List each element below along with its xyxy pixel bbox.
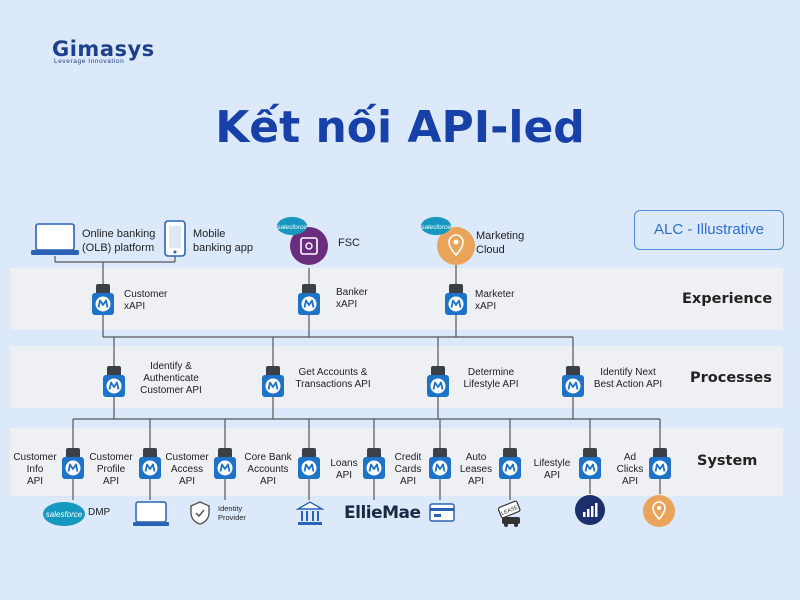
marketing-salesforce-text: salesforce	[421, 224, 451, 231]
online-banking-label: Online banking (OLB) platform	[82, 228, 156, 254]
mulesoft-icon	[298, 293, 320, 315]
dmp-label: DMP	[88, 507, 111, 518]
mulesoft-icon	[298, 457, 320, 479]
location-pin-icon	[643, 495, 675, 527]
customer-profile-label: Customer Profile API	[89, 452, 133, 487]
customer-access-node	[214, 448, 236, 479]
node-cap	[503, 448, 517, 457]
banker-xapi-label: Banker xAPI	[336, 287, 368, 310]
laptop-icon	[31, 223, 79, 255]
brand-logo: Gimasys Leverage Innovation	[52, 38, 155, 65]
mulesoft-icon	[579, 457, 601, 479]
node-cap	[583, 448, 597, 457]
determine-lifestyle-label: Determine Lifestyle API	[463, 367, 519, 390]
elliemae-logo: EllieMae	[344, 503, 421, 523]
mulesoft-icon	[427, 375, 449, 397]
mulesoft-icon	[562, 375, 584, 397]
mobile-banking-label: Mobile banking app	[193, 228, 253, 254]
mulesoft-icon	[92, 293, 114, 315]
banker-xapi-node	[298, 284, 320, 315]
shield-icon	[190, 501, 210, 525]
system-label: System	[697, 453, 758, 469]
customer-access-label: Customer Access API	[165, 452, 209, 487]
illustrative-badge: ALC - Illustrative	[634, 210, 784, 250]
marketing-cloud-icon: salesforce	[421, 217, 475, 265]
node-cap	[566, 366, 580, 375]
marketer-xapi-node	[445, 284, 467, 315]
bank-icon	[296, 501, 324, 525]
node-cap	[107, 366, 121, 375]
mulesoft-icon	[62, 457, 84, 479]
mulesoft-icon	[262, 375, 284, 397]
mulesoft-icon	[214, 457, 236, 479]
fsc-label: FSC	[338, 237, 360, 249]
salesforce-cloud-icon: salesforce	[43, 502, 85, 526]
page-title: Kết nối API-led	[215, 102, 585, 153]
ad-clicks-label: Ad Clicks API	[616, 452, 644, 487]
node-cap	[449, 284, 463, 293]
node-cap	[302, 448, 316, 457]
customer-xapi-node	[92, 284, 114, 315]
mulesoft-icon	[103, 375, 125, 397]
node-cap	[367, 448, 381, 457]
determine-lifestyle-node	[427, 366, 449, 397]
customer-info-node	[62, 448, 84, 479]
mulesoft-icon	[429, 457, 451, 479]
node-cap	[66, 448, 80, 457]
core-bank-node	[298, 448, 320, 479]
lifestyle-label: Lifestyle API	[533, 458, 571, 481]
mulesoft-icon	[363, 457, 385, 479]
core-bank-label: Core Bank Accounts API	[244, 452, 292, 487]
credit-cards-node	[429, 448, 451, 479]
marketer-xapi-label: Marketer xAPI	[475, 289, 515, 312]
next-best-action-node	[562, 366, 584, 397]
node-cap	[143, 448, 157, 457]
mulesoft-icon	[499, 457, 521, 479]
node-cap	[96, 284, 110, 293]
brand-name: Gimasys	[52, 37, 155, 61]
node-cap	[302, 284, 316, 293]
processes-band	[10, 346, 783, 408]
ad-clicks-node	[649, 448, 671, 479]
marketing-cloud-label: Marketing Cloud	[476, 230, 525, 256]
get-accounts-label: Get Accounts & Transactions API	[295, 367, 371, 390]
car-lease-icon: LEASE	[497, 500, 521, 527]
auto-leases-node	[499, 448, 521, 479]
loans-label: Loans API	[330, 458, 358, 481]
laptop-backend-icon	[133, 501, 169, 526]
node-cap	[218, 448, 232, 457]
identify-authenticate-label: Identify & Authenticate Customer API	[140, 361, 202, 396]
identify-authenticate-node	[103, 366, 125, 397]
mulesoft-icon	[445, 293, 467, 315]
node-cap	[433, 448, 447, 457]
credit-cards-label: Credit Cards API	[394, 452, 422, 487]
dmp-salesforce-text: salesforce	[46, 510, 83, 519]
node-cap	[266, 366, 280, 375]
mulesoft-icon	[649, 457, 671, 479]
brand-tagline: Leverage Innovation	[54, 58, 125, 65]
experience-band	[10, 268, 783, 330]
customer-profile-node	[139, 448, 161, 479]
customer-info-label: Customer Info API	[13, 452, 57, 487]
credit-card-icon	[429, 503, 455, 522]
get-accounts-node	[262, 366, 284, 397]
experience-label: Experience	[682, 291, 773, 307]
node-cap	[653, 448, 667, 457]
loans-node	[363, 448, 385, 479]
node-cap	[431, 366, 445, 375]
mulesoft-icon	[139, 457, 161, 479]
analytics-chart-icon	[575, 495, 605, 525]
mobile-phone-icon	[164, 220, 186, 257]
identity-provider-label: Identity Provider	[218, 504, 246, 522]
fsc-salesforce-text: salesforce	[277, 224, 307, 231]
fsc-icon: salesforce	[277, 217, 328, 265]
lifestyle-node	[579, 448, 601, 479]
processes-label: Processes	[690, 370, 772, 386]
auto-leases-label: Auto Leases API	[459, 452, 493, 487]
next-best-action-label: Identify Next Best Action API	[593, 367, 663, 390]
customer-xapi-label: Customer xAPI	[124, 289, 168, 312]
